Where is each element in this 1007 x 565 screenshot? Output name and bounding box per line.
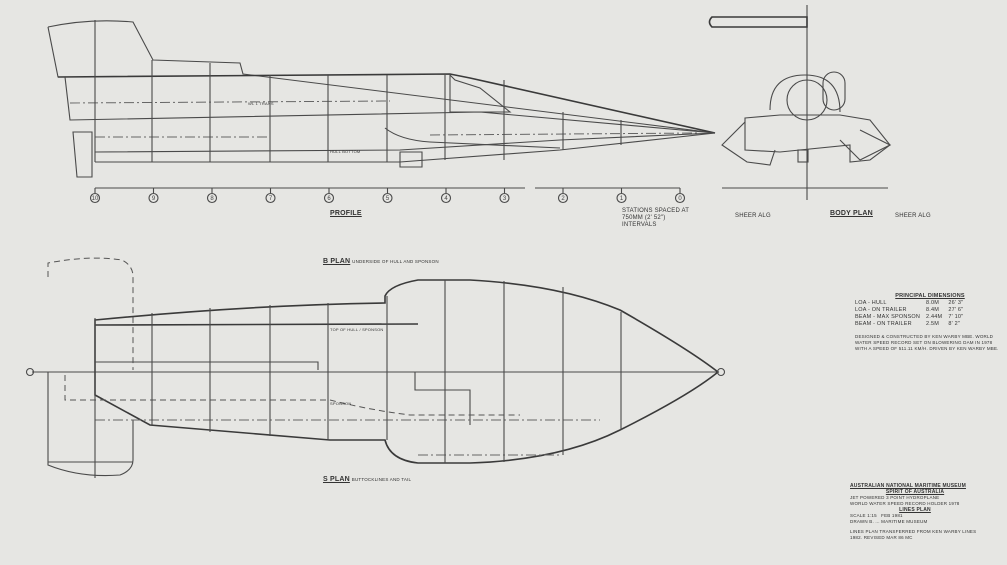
museum-name: AUSTRALIAN NATIONAL MARITIME MUSEUM xyxy=(850,483,966,489)
station-number: 9 xyxy=(152,196,156,202)
profile-label: PROFILE xyxy=(330,210,362,217)
vessel-name: SPIRIT OF AUSTRALIA xyxy=(885,489,945,495)
dimensions-table: LOA - HULL 8.0m 26' 3" LOA - ON TRAILER 8.4m… xyxy=(855,300,969,328)
dimension-label: LOA - ON TRAILER xyxy=(855,307,907,313)
title-line1: JET POWERED 3 POINT HYDROPLANE xyxy=(850,495,940,500)
station-marker xyxy=(616,192,627,204)
plan-label-top: TOP OF HULL / SPONSON xyxy=(330,327,384,332)
dimension-row: LOA - HULL 8.0m 26' 3" xyxy=(855,300,969,307)
body-plan-left-label: SHEER ALG xyxy=(735,213,771,219)
station-number: 2 xyxy=(561,196,565,202)
station-number: 8 xyxy=(210,196,214,202)
station-number: 6 xyxy=(327,196,331,202)
plan-view xyxy=(25,257,726,478)
station-marker xyxy=(382,192,393,204)
dimension-row: LOA - ON TRAILER 8.4m 27' 6" xyxy=(855,307,969,314)
dimension-imperial: 7' 10" xyxy=(948,314,964,320)
dimension-imperial: 8' 2" xyxy=(948,321,960,327)
dimensions-notes: DESIGNED & CONSTRUCTED BY KEN WARBY MBE.… xyxy=(855,334,999,351)
station-marker xyxy=(440,192,452,204)
plan-label-sponson: SPONSON xyxy=(330,401,352,406)
dimension-label: BEAM - ON TRAILER xyxy=(855,321,912,327)
drawing-name: LINES PLAN xyxy=(899,507,931,513)
s-plan-label: S PLAN BUTTOCKLINES AND TAIL xyxy=(323,476,412,483)
drawn-by: DRAWN B. ... MARITIME MUSEUM xyxy=(850,519,928,524)
body-plan-view xyxy=(708,5,892,200)
station-marker xyxy=(89,192,101,204)
dimension-row: BEAM - ON TRAILER 2.5m 8' 2" xyxy=(855,321,969,328)
dimension-metric: 2.5m xyxy=(926,321,940,327)
station-number: 0 xyxy=(678,196,682,202)
station-note: STATIONS SPACED AT 750mm (2' 52") INTERV… xyxy=(622,208,690,228)
station-marker xyxy=(148,192,159,204)
dimension-label: BEAM - MAX SPONSON xyxy=(855,314,921,320)
station-marker xyxy=(265,192,276,204)
dimensions-title: PRINCIPAL DIMENSIONS xyxy=(895,293,965,299)
body-plan-right-label: SHEER ALG xyxy=(895,213,931,219)
profile-label-hull-bottom: HULL BOTTOM xyxy=(330,149,361,154)
station-marker xyxy=(499,192,510,204)
station-number: 7 xyxy=(269,196,273,202)
station-number: 1 xyxy=(620,196,624,202)
station-number: 5 xyxy=(386,196,390,202)
station-marker xyxy=(557,192,569,204)
dimension-imperial: 27' 6" xyxy=(948,307,964,313)
station-number: 4 xyxy=(444,196,448,202)
scale: SCALE 1:15 xyxy=(850,513,877,518)
b-plan-label: B PLAN UNDERSIDE OF HULL AND SPONSON xyxy=(323,258,439,265)
dimension-label: LOA - HULL xyxy=(855,300,887,306)
station-number: 3 xyxy=(503,196,507,202)
dimension-metric: 2.44m xyxy=(926,314,943,320)
dimension-metric: 8.0m xyxy=(926,300,940,306)
dimension-imperial: 26' 3" xyxy=(948,300,964,306)
station-number: 10 xyxy=(92,196,99,202)
profile-label-wl: WL 1 TRANS xyxy=(248,101,274,106)
dimension-metric: 8.4m xyxy=(926,307,940,313)
date: FEB 1981 xyxy=(881,513,903,518)
station-marker xyxy=(674,192,686,204)
dimensions-block: PRINCIPAL DIMENSIONS LOA - HULL 8.0m 26' 3… xyxy=(855,293,1005,352)
title-block: AUSTRALIAN NATIONAL MARITIME MUSEUM SPIR… xyxy=(850,483,980,541)
station-marker xyxy=(323,192,335,204)
title-line2: WORLD WATER SPEED RECORD HOLDER 1978 xyxy=(850,501,960,506)
dimension-row: BEAM - MAX SPONSON 2.44m 7' 10" xyxy=(855,314,969,321)
body-plan-label: BODY PLAN xyxy=(830,210,873,217)
station-marker xyxy=(206,192,218,204)
title-notes: LINES PLAN TRANSFERRED FROM KEN WARBY LI… xyxy=(850,529,977,540)
